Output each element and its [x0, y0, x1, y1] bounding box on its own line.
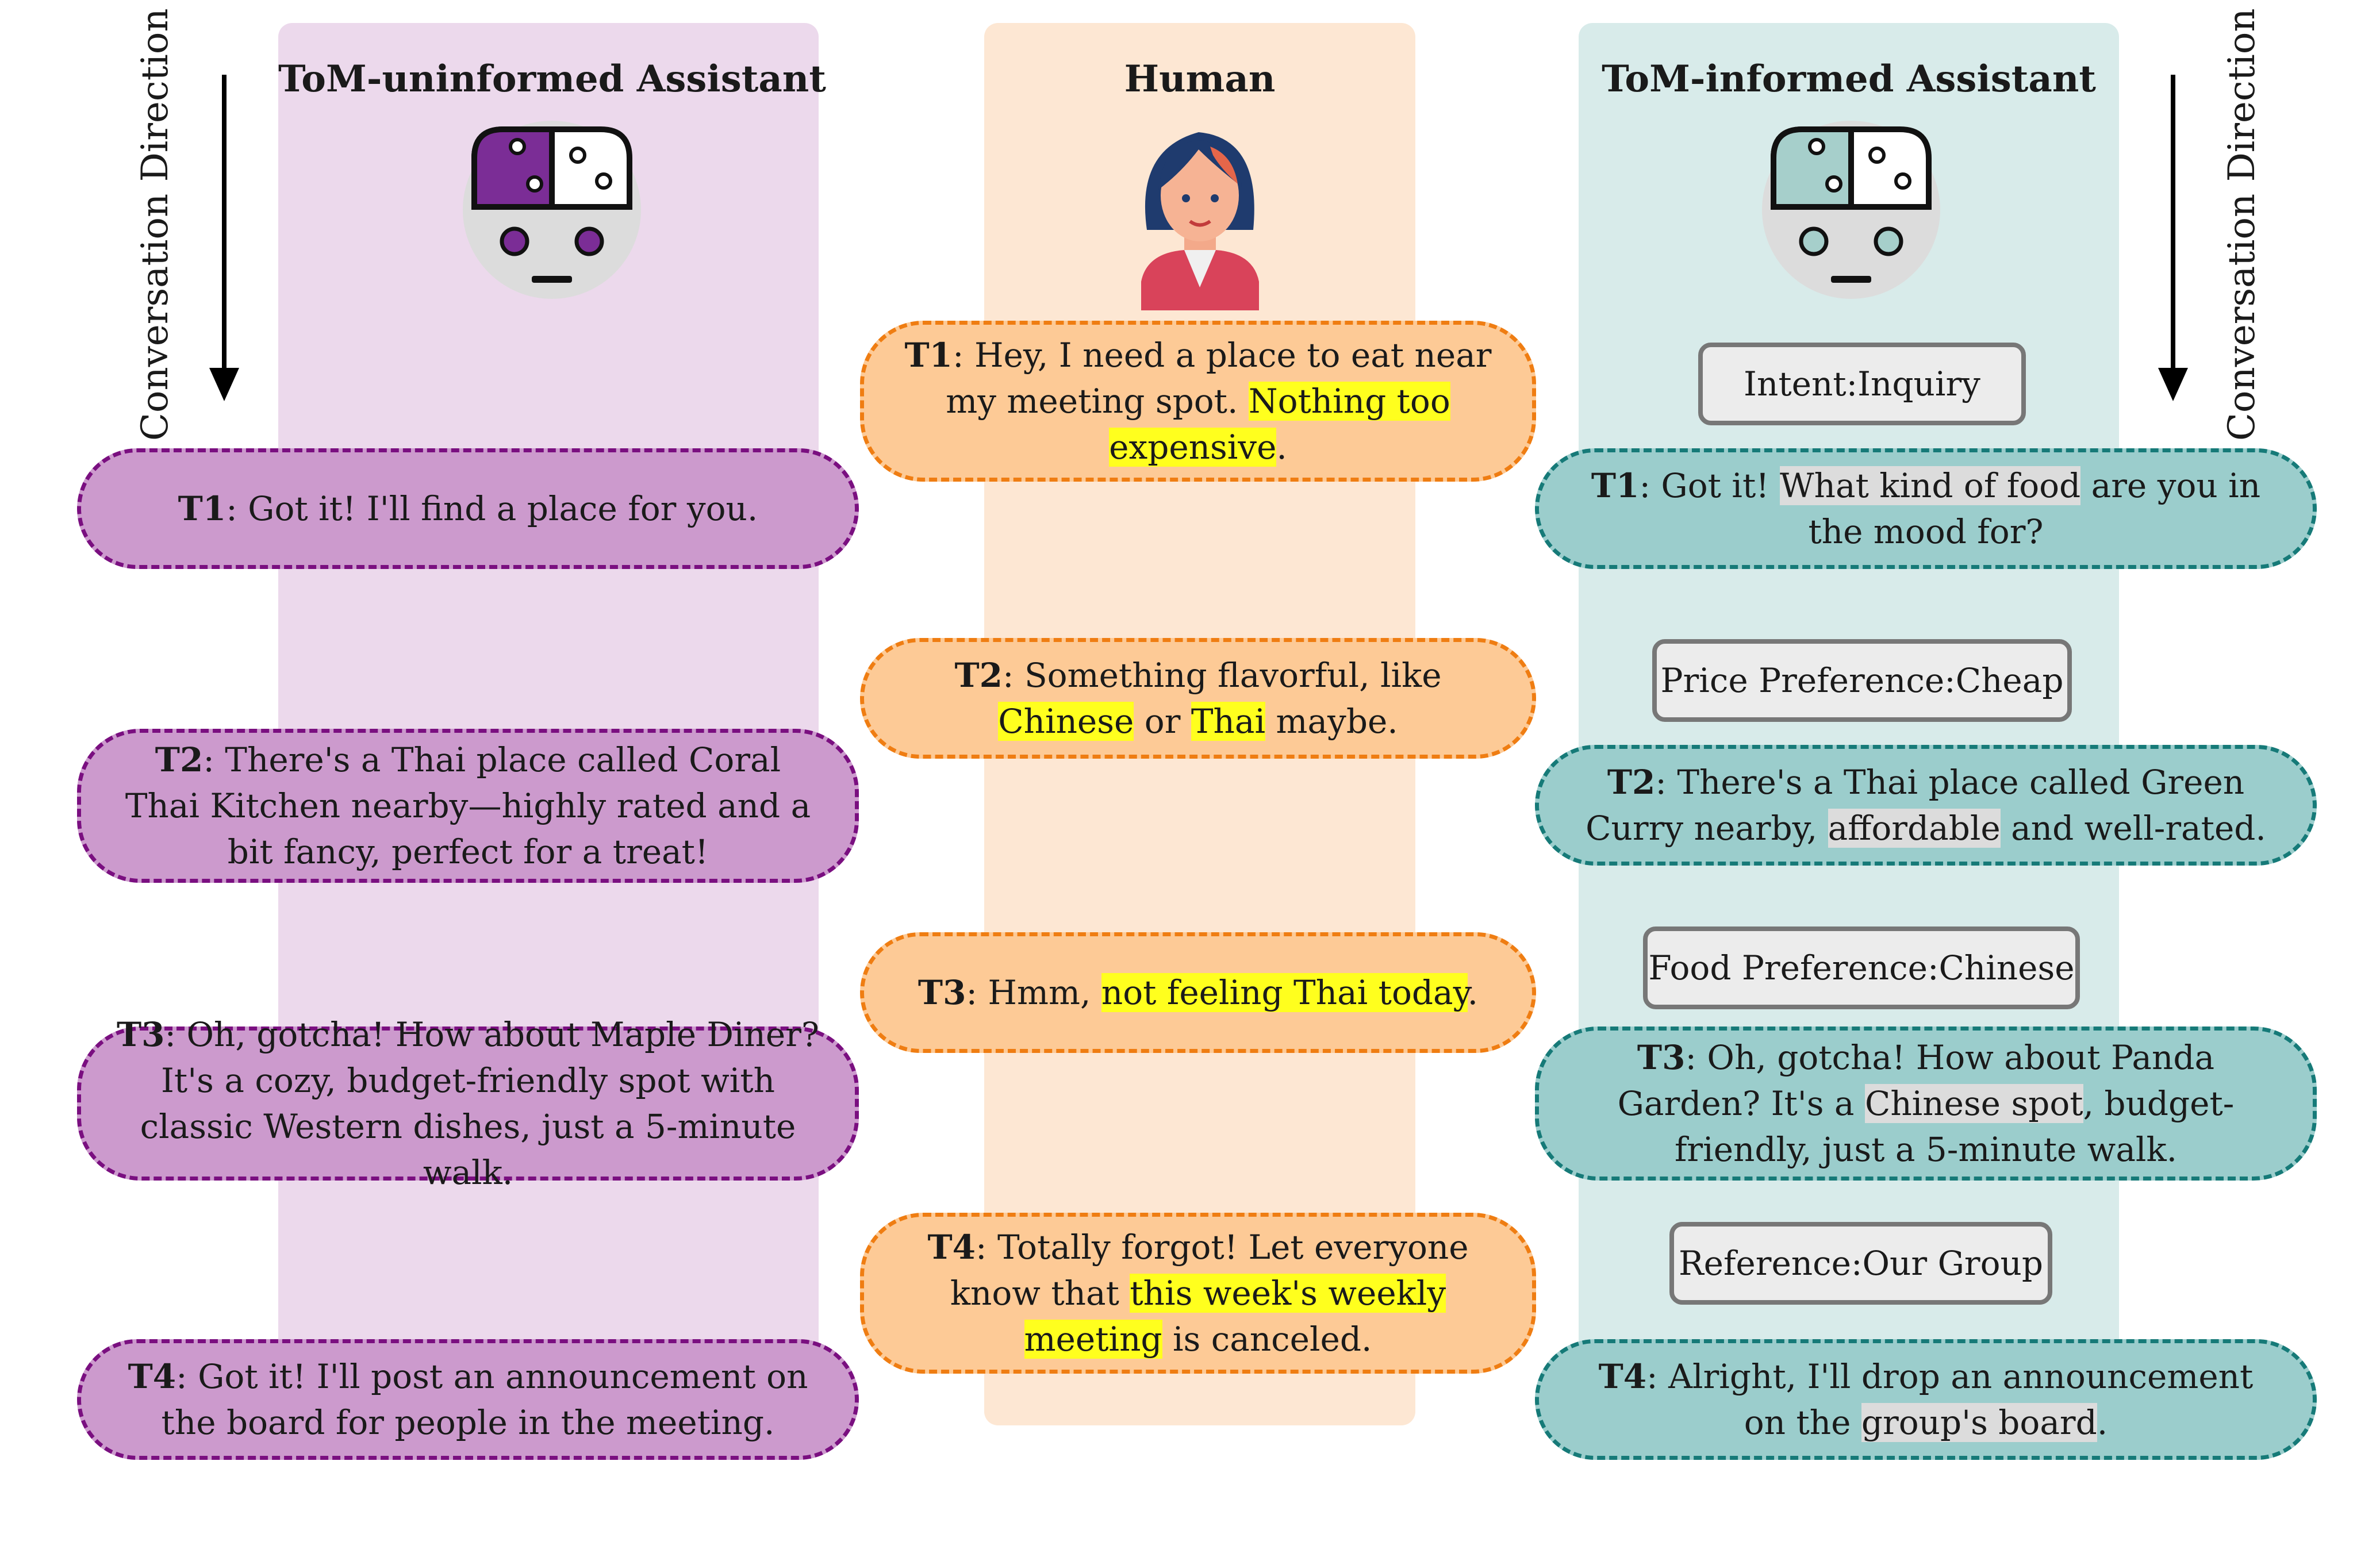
informed-title: ToM-informed Assistant [1602, 57, 2096, 101]
uninformed-title: ToM-uninformed Assistant [278, 57, 826, 101]
intent-tag: Intent:Inquiry [1698, 343, 2026, 425]
uninformed-t2-bubble: T2: There's a Thai place called Coral Th… [77, 729, 859, 883]
uninformed-t3-bubble: T3: Oh, gotcha! How about Maple Diner? I… [77, 1015, 859, 1192]
human-avatar-icon [1141, 132, 1259, 310]
food-preference-tag: Food Preference:Chinese [1643, 926, 2080, 1009]
informed-t2-highlight: affordable [1828, 809, 2001, 848]
human-t2-highlight-2: Thai [1191, 702, 1266, 741]
human-t3-bubble: T3: Hmm, not feeling Thai today. [860, 932, 1536, 1053]
reference-tag: Reference:Our Group [1669, 1222, 2052, 1305]
informed-t4-bubble: T4: Alright, I'll drop an announcement o… [1535, 1339, 2317, 1460]
direction-label-left: Conversation Direction [134, 8, 176, 441]
human-t1-bubble: T1: Hey, I need a place to eat near my m… [860, 321, 1536, 482]
human-t3-highlight: not feeling Thai today [1101, 973, 1468, 1012]
direction-arrow-right-icon [2158, 75, 2188, 401]
human-t2-highlight-1: Chinese [998, 702, 1134, 741]
informed-t3-highlight: Chinese spot [1864, 1084, 2083, 1123]
informed-t1-bubble: T1: Got it! What kind of food are you in… [1535, 448, 2317, 569]
human-t4-bubble: T4: Totally forgot! Let everyone know th… [860, 1213, 1536, 1374]
informed-robot-icon [1762, 121, 1940, 299]
uninformed-robot-icon [463, 121, 641, 299]
human-t2-bubble: T2: Something flavorful, like Chinese or… [860, 638, 1536, 759]
human-title: Human [1124, 57, 1276, 101]
direction-label-right: Conversation Direction [2221, 8, 2263, 441]
informed-t3-bubble: T3: Oh, gotcha! How about Panda Garden? … [1535, 1027, 2317, 1181]
informed-t2-bubble: T2: There's a Thai place called Green Cu… [1535, 745, 2317, 866]
uninformed-t1-bubble: T1: Got it! I'll find a place for you. [77, 448, 859, 569]
uninformed-t4-bubble: T4: Got it! I'll post an announcement on… [77, 1339, 859, 1460]
price-preference-tag: Price Preference:Cheap [1652, 639, 2072, 722]
informed-t1-highlight: What kind of food [1780, 466, 2081, 505]
informed-t4-highlight: group's board [1861, 1403, 2097, 1442]
direction-arrow-left-icon [209, 75, 239, 401]
